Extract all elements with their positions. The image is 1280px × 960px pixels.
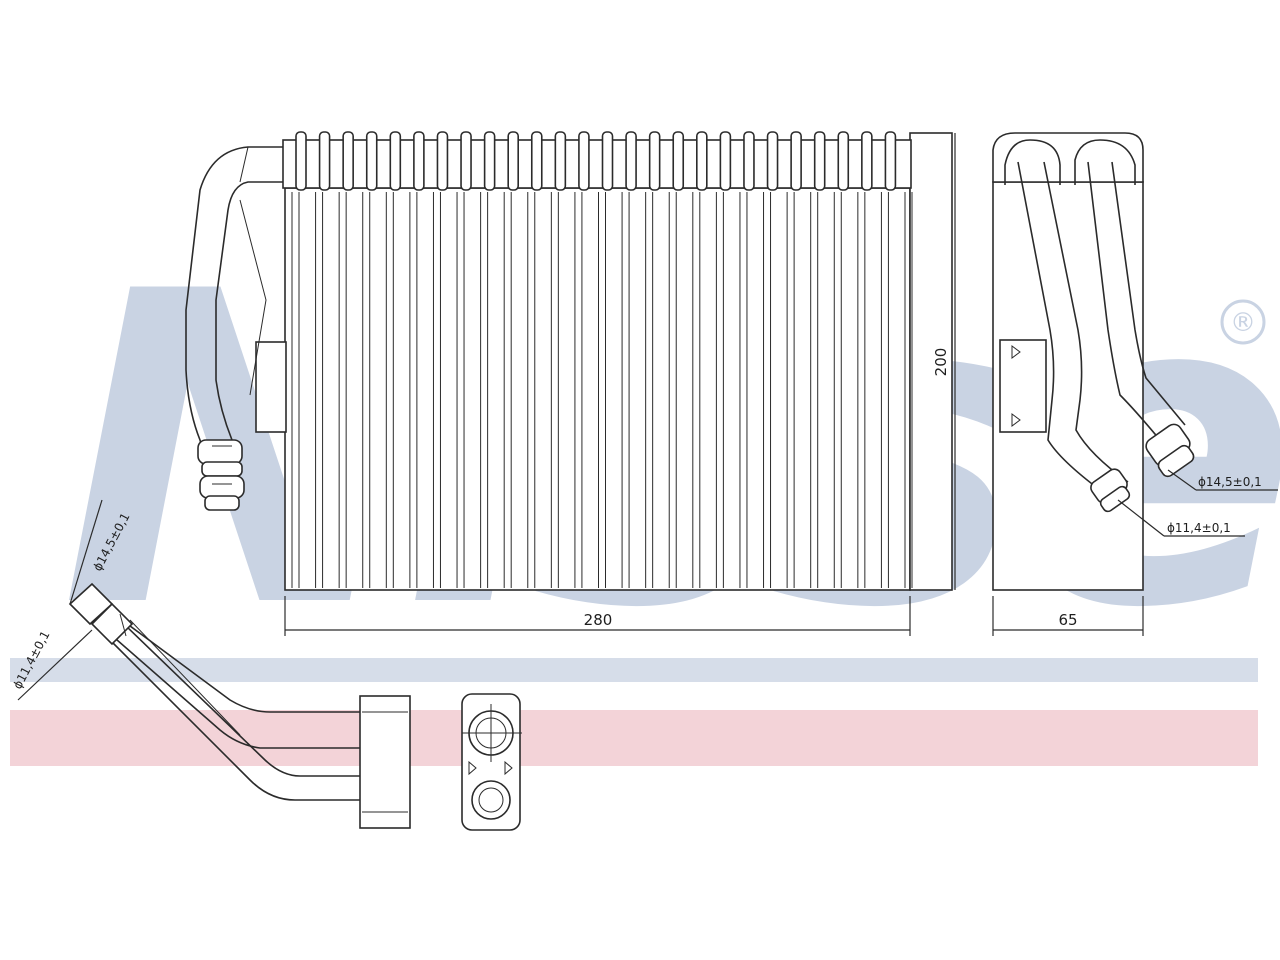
depth-dimension-label: 65 [1058, 611, 1077, 629]
side-tank [909, 132, 953, 591]
evaporator-front-view: 280 200 [185, 131, 956, 636]
header-bump [389, 131, 402, 191]
dimension-width: 280 [284, 596, 911, 636]
header-bump [530, 131, 543, 191]
flange-face-view [461, 693, 522, 831]
dimension-depth: 65 [992, 596, 1144, 636]
core-fins [291, 192, 913, 588]
header-bump [813, 131, 826, 191]
header-bump [318, 131, 331, 191]
header-bump [460, 131, 472, 191]
side-small-pipe-label: ϕ11,4±0,1 [1167, 521, 1231, 535]
header-bump [648, 131, 661, 191]
leader-small [1117, 499, 1165, 537]
inlet-pipe [185, 146, 283, 463]
header-bump [766, 131, 779, 191]
header-bump [342, 131, 354, 191]
header-bump [295, 131, 307, 191]
header-bump [436, 131, 449, 191]
registered-circle [1220, 299, 1266, 345]
leader-bottom-large [69, 499, 103, 605]
bottom-pipe-lower [109, 639, 360, 801]
side-u-loop-2 [1074, 139, 1136, 185]
header-bump [696, 131, 708, 191]
header-bump [554, 131, 567, 191]
registered-mark: ® [1230, 308, 1256, 338]
side-large-pipe-label: ϕ14,5±0,1 [1198, 475, 1262, 489]
side-pipe-a-inner [1043, 161, 1129, 483]
side-u-loop-1 [1004, 139, 1061, 185]
header-bump [483, 131, 496, 191]
blue-band [10, 658, 1258, 682]
header-bump [365, 131, 378, 191]
header-tank [282, 139, 912, 189]
dimension-height: 200 [932, 133, 956, 590]
flange-block [359, 695, 411, 829]
header-bump [578, 131, 590, 191]
bottom-pipe-upper [94, 599, 360, 713]
bottom-pipe-centerline [129, 619, 241, 736]
bottom-pipe-lower-inner [124, 624, 360, 777]
header-bumps [295, 131, 897, 191]
pipe-edge [239, 199, 267, 396]
side-pipe-b-inner [1111, 161, 1186, 426]
side-fitting-small [1090, 468, 1131, 513]
side-pipe-a [1017, 161, 1101, 491]
core-body [284, 187, 911, 591]
header-bump [837, 131, 850, 191]
inlet-pipe-inner [215, 181, 283, 463]
header-bump [413, 131, 425, 191]
flange-bolt-1 [468, 760, 477, 776]
pink-band [10, 710, 1258, 766]
flange-bolt-2 [504, 760, 513, 776]
bracket-hole-2 [1011, 413, 1021, 427]
side-header [992, 132, 1144, 183]
leader-large [1167, 469, 1197, 491]
header-bump [672, 131, 685, 191]
height-dimension-label: 200 [932, 348, 950, 377]
side-pipe-b [1087, 161, 1161, 441]
header-bump [625, 131, 637, 191]
evaporator-side-view: ϕ14,5±0,1 ϕ11,4±0,1 65 [992, 132, 1278, 636]
header-bump [790, 131, 802, 191]
header-bump [507, 131, 519, 191]
header-bump [743, 131, 755, 191]
left-pipe-fittings [197, 439, 245, 511]
bottom-pipe-fittings [68, 582, 134, 646]
bottom-pipe-mid [84, 611, 360, 749]
mount-bracket [255, 341, 287, 433]
side-bracket [999, 339, 1047, 433]
header-bump [601, 131, 614, 191]
bracket-hole-1 [1011, 345, 1021, 359]
header-bump [861, 131, 873, 191]
header-bump [719, 131, 732, 191]
leader-bottom-small [17, 629, 93, 701]
pipe-joint [239, 146, 249, 183]
flange-port-small [471, 780, 511, 820]
width-dimension-label: 280 [584, 611, 613, 629]
side-fitting-large [1145, 423, 1195, 478]
header-bump [884, 131, 897, 191]
